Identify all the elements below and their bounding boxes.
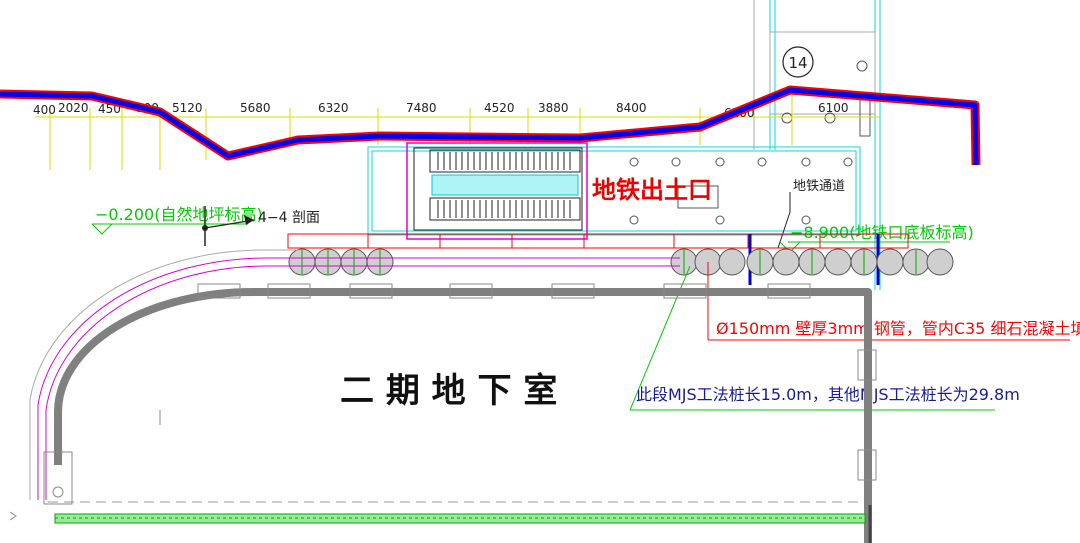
basement-label: 二 期 地 下 室 — [340, 371, 557, 411]
metro-exit-structure — [367, 142, 861, 240]
dim-4: 5120 — [172, 101, 203, 115]
dim-1: 2020 — [58, 101, 89, 115]
grid-bubble — [782, 46, 814, 78]
dim-8: 4520 — [484, 101, 515, 115]
metro-passage-label: 地铁通道 — [793, 179, 845, 194]
section-marker: 4−4 剖面 — [202, 206, 320, 246]
red-segment-band — [287, 233, 909, 285]
pile-row-left — [288, 248, 394, 276]
dim-12: 6100 — [818, 101, 849, 115]
bottom-elevation: −8.900(地铁口底板标高) — [779, 223, 974, 253]
dim-0: 400 — [33, 103, 56, 117]
pipe-note: Ø150mm 壁厚3mm 钢管，管内C35 细石混凝土填实 — [716, 319, 1080, 338]
bottom-elevation-label: −8.900(地铁口底板标高) — [790, 223, 974, 242]
pipe-annotation: Ø150mm 壁厚3mm 钢管，管内C35 细石混凝土填实 — [707, 262, 1080, 341]
dimension-chain: 400 2020 450 900 5120 5680 6320 7480 452… — [33, 90, 880, 170]
column-structure: 14 — [753, 0, 881, 290]
ground-elevation-label: −0.200(自然地坪标高) — [95, 205, 263, 224]
section-label: 4−4 剖面 — [258, 210, 320, 226]
dim-9: 3880 — [538, 101, 569, 115]
ground-elevation: −0.200(自然地坪标高) — [91, 205, 263, 235]
dim-5: 5680 — [240, 101, 271, 115]
grid-number: 14 — [788, 54, 807, 72]
basement-outline — [9, 249, 877, 543]
mjs-note: 此段MJS工法桩长15.0m，其他MJS工法桩长为29.8m — [636, 385, 1020, 404]
dim-7: 7480 — [406, 101, 437, 115]
contour-line — [0, 85, 981, 166]
mjs-annotation: 此段MJS工法桩长15.0m，其他MJS工法桩长为29.8m — [629, 265, 1020, 411]
dim-6: 6320 — [318, 101, 349, 115]
dim-10: 8400 — [616, 101, 647, 115]
metro-exit-label: 地铁出土口 — [592, 176, 712, 204]
